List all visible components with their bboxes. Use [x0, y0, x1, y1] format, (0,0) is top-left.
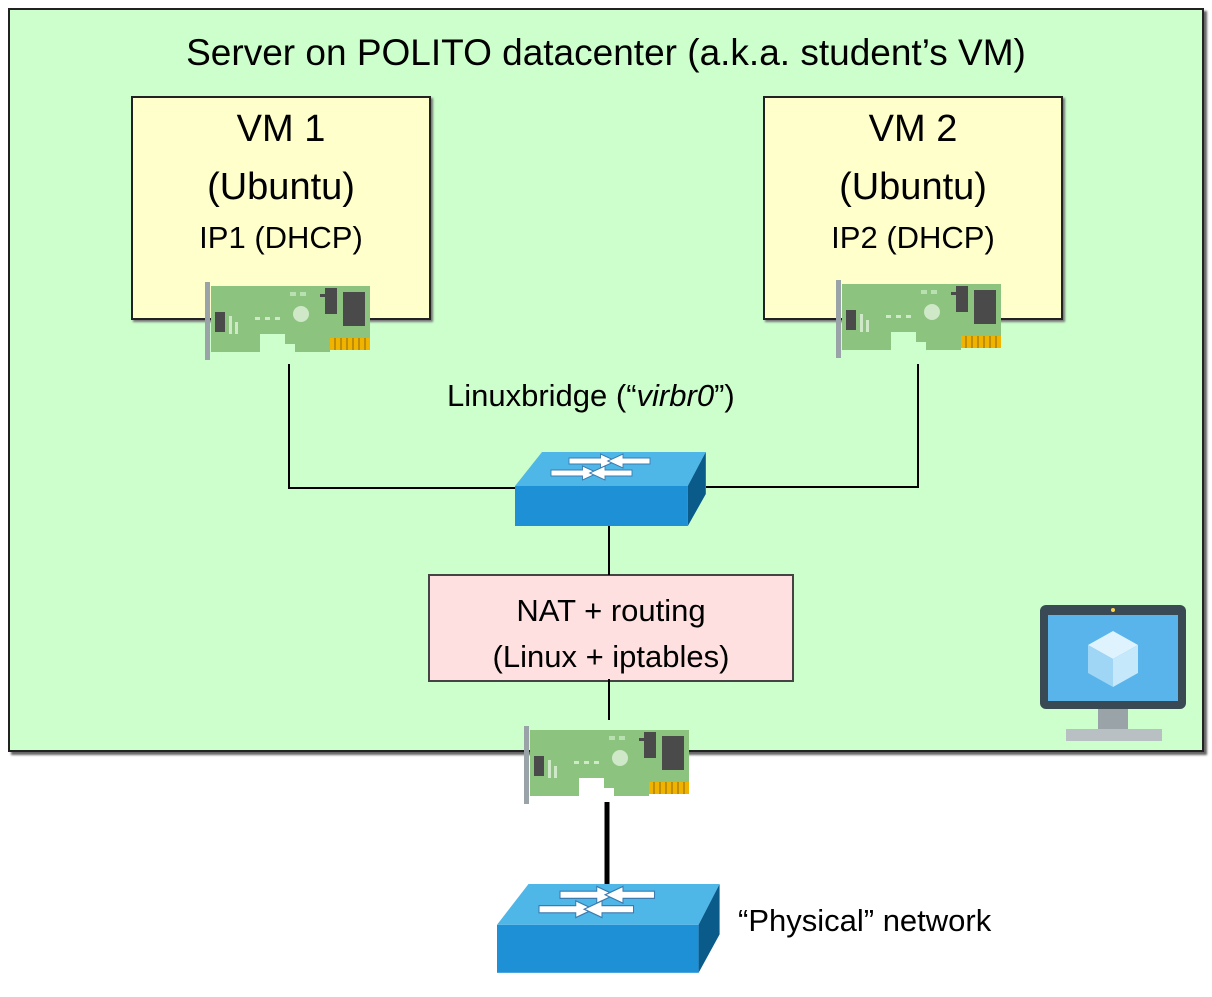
server-network-card-icon: [523, 725, 690, 805]
vm1-bridge-link: [288, 364, 516, 489]
vm1-os: (Ubuntu): [207, 166, 355, 208]
nat-line1: NAT + routing: [516, 593, 706, 628]
linuxbridge-switch-icon: [514, 451, 707, 527]
server-title: Server on POLITO datacenter (a.k.a. stud…: [186, 32, 1026, 73]
virtual-machine-monitor-icon: [1040, 605, 1186, 741]
bridge-label: Linuxbridge (“virbr0”): [447, 378, 735, 414]
vm1-network-card-icon: [204, 281, 371, 361]
physical-network-label: “Physical” network: [738, 903, 992, 938]
vm1-name: VM 1: [236, 108, 326, 150]
nat-routing-box: NAT + routing (Linux + iptables): [428, 574, 794, 682]
nat-line2: (Linux + iptables): [492, 639, 730, 674]
vm2-name: VM 2: [868, 108, 958, 150]
vm2-network-card-icon: [835, 279, 1002, 359]
physical-switch-icon: [496, 883, 721, 974]
vm2-ip: IP2 (DHCP): [831, 220, 995, 255]
vm2-bridge-link: [706, 364, 919, 488]
vm2-os: (Ubuntu): [839, 166, 987, 208]
vm1-ip: IP1 (DHCP): [199, 220, 363, 255]
bridge-label-suffix: ”): [714, 378, 735, 413]
bridge-label-name: virbr0: [636, 378, 715, 413]
bridge-label-prefix: Linuxbridge (“: [447, 378, 637, 413]
